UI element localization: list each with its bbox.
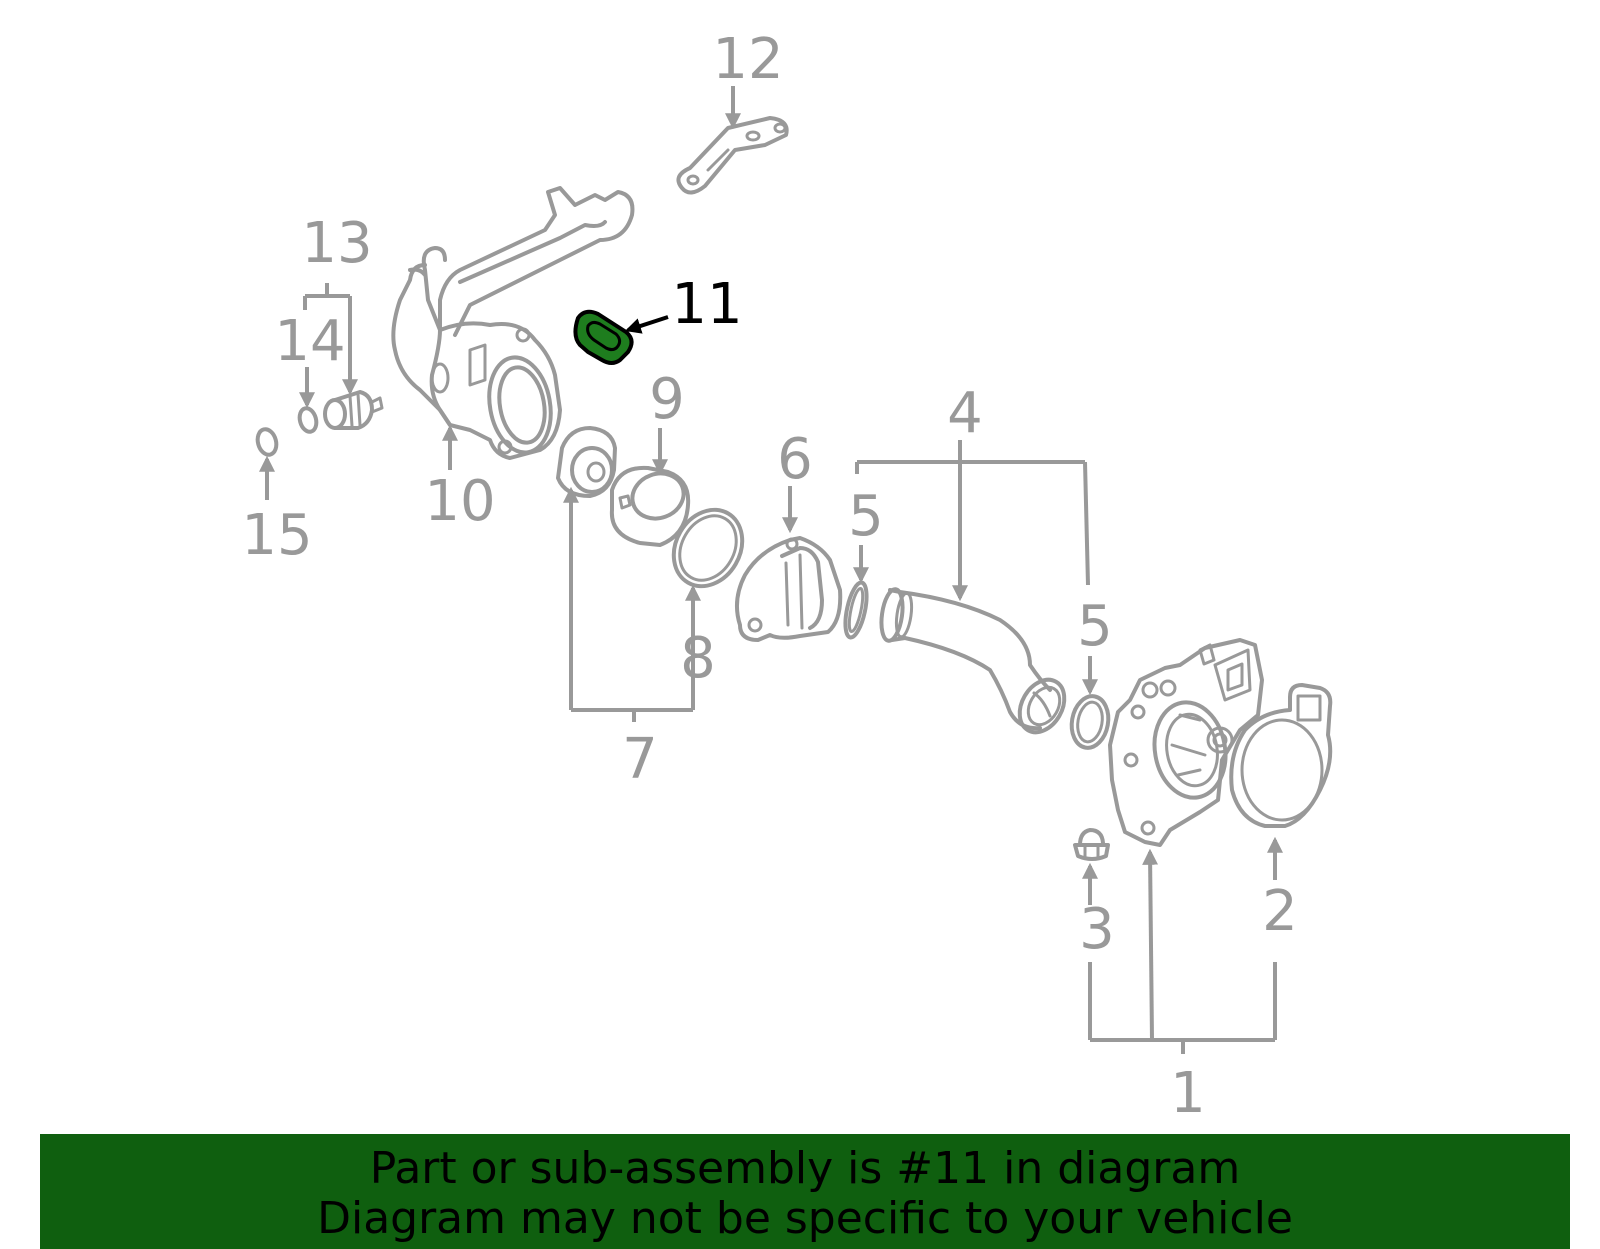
part-6-cover — [734, 536, 843, 642]
callout-7: 7 — [622, 727, 658, 792]
part-5-o-ring-left — [843, 580, 869, 640]
part-9-thermostat-ring — [609, 465, 691, 547]
callout-11: 11 — [671, 272, 742, 337]
part-10-housing — [391, 186, 635, 460]
callout-13: 13 — [301, 211, 372, 276]
leader-lines — [259, 86, 1283, 1054]
part-13-sensor — [323, 390, 384, 430]
banner-line-1: Part or sub-assembly is #11 in diagram — [369, 1143, 1241, 1194]
callout-14: 14 — [274, 309, 345, 374]
info-banner: Part or sub-assembly is #11 in diagram D… — [40, 1134, 1570, 1249]
callout-5-right: 5 — [1077, 594, 1113, 659]
part-4-pipe — [879, 587, 1067, 735]
part-12-bracket — [676, 116, 789, 195]
part-2-pump-gasket — [1229, 683, 1333, 828]
callout-15: 15 — [241, 503, 312, 568]
part-1-water-pump — [1108, 638, 1264, 847]
banner-line-2: Diagram may not be specific to your vehi… — [317, 1193, 1293, 1244]
callout-2: 2 — [1262, 879, 1298, 944]
callout-4: 4 — [947, 381, 983, 446]
callout-5-left: 5 — [848, 484, 884, 549]
callout-12: 12 — [712, 27, 783, 92]
part-14-o-ring — [297, 406, 319, 434]
callout-6: 6 — [777, 427, 813, 492]
callout-9: 9 — [649, 367, 685, 432]
part-3-bolt — [1073, 828, 1110, 861]
part-7-thermostat-cap — [556, 426, 617, 498]
part-8-gasket — [671, 507, 745, 589]
callout-3: 3 — [1079, 897, 1115, 962]
callout-8: 8 — [680, 626, 716, 691]
part-15-o-ring — [255, 427, 279, 457]
callout-10: 10 — [424, 469, 495, 534]
callout-1: 1 — [1170, 1061, 1206, 1126]
part-5-o-ring-right — [1069, 694, 1111, 750]
callout-labels: 12 13 14 15 10 11 9 8 7 6 4 5 5 3 2 1 — [241, 27, 1297, 1126]
part-11-seal — [573, 309, 634, 365]
